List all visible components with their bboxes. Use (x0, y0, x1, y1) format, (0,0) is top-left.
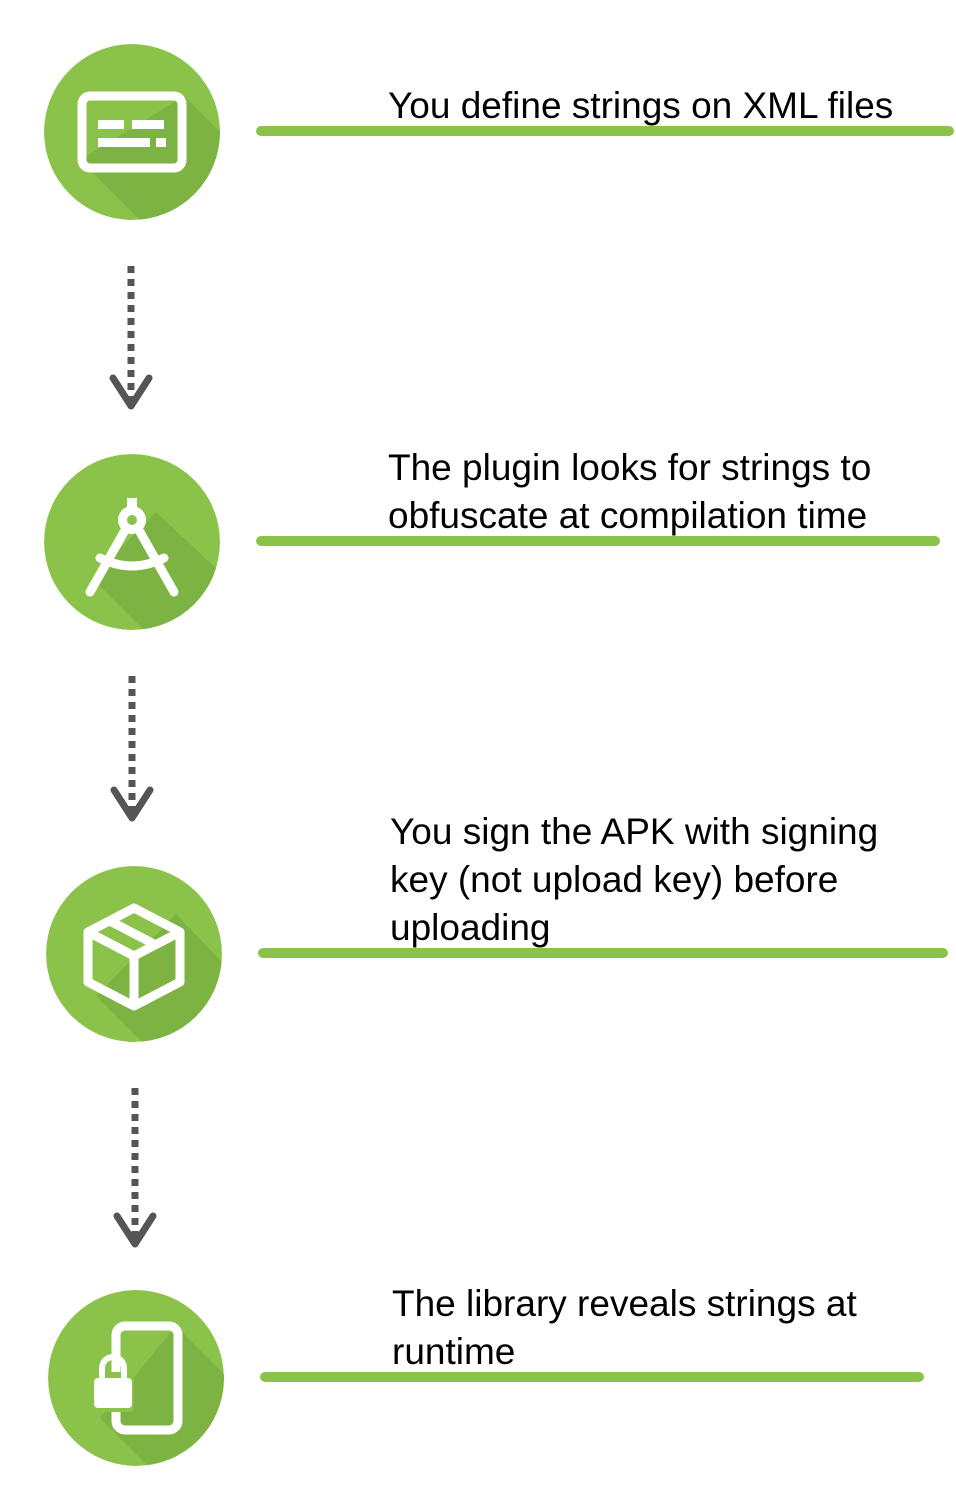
dotted-arrow-1 (109, 266, 153, 410)
step-4-text: The library reveals strings at runtime (392, 1283, 857, 1372)
dotted-arrow-2 (110, 676, 154, 822)
step-3-underline (258, 948, 948, 958)
compass-icon (44, 454, 220, 630)
step-2-underline (256, 536, 940, 546)
step-1-underline (256, 126, 954, 136)
step-2-text: The plugin looks for strings to obfuscat… (388, 447, 872, 536)
step-1-text: You define strings on XML files (388, 85, 894, 126)
package-icon (46, 866, 222, 1042)
step-4-underline (260, 1372, 924, 1382)
phone-lock-icon (48, 1290, 224, 1466)
dotted-arrow-3 (113, 1088, 157, 1248)
step-3-text: You sign the APK with signing key (not u… (390, 811, 879, 948)
dialog-icon (44, 44, 220, 220)
